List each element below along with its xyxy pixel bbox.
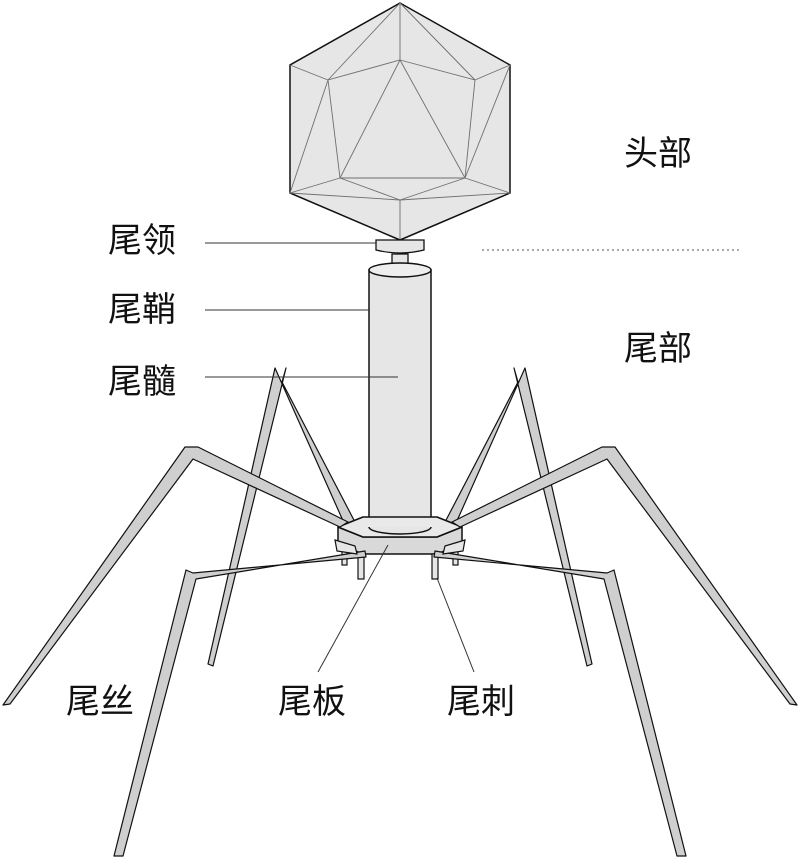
label-tail-spike: 尾刺	[447, 682, 515, 722]
label-tail: 尾部	[624, 329, 692, 369]
leader-spike	[436, 577, 475, 673]
label-head: 头部	[624, 134, 692, 174]
baseplate	[337, 516, 463, 555]
tail-fiber-front-right-upper	[451, 446, 798, 706]
sheath-bottom-edge	[368, 526, 432, 535]
back-tail-fibers	[207, 367, 593, 667]
sheath-top	[368, 262, 432, 278]
tail-fiber-back-right	[443, 367, 593, 667]
head	[289, 2, 511, 241]
fiber-joints	[334, 539, 466, 555]
tail-fiber-front-left-lower	[113, 550, 367, 857]
front-tail-fibers	[2, 446, 798, 857]
collar-ring	[375, 239, 425, 254]
label-baseplate: 尾板	[278, 682, 346, 722]
label-tail-sheath: 尾鞘	[108, 290, 176, 330]
label-tail-collar: 尾领	[108, 221, 176, 261]
leader-baseplate	[317, 544, 389, 673]
tail-sheath	[368, 262, 432, 535]
fiber-joint-right	[442, 539, 466, 555]
tail-fiber-back-left	[207, 367, 357, 667]
tail-fiber-front-left-upper	[2, 446, 349, 706]
fiber-joint-left	[334, 539, 358, 555]
sheath-body	[368, 269, 432, 535]
capsid-facets	[289, 2, 511, 240]
label-tail-fiber: 尾丝	[66, 682, 134, 722]
leader-lines	[205, 242, 475, 673]
label-tail-core: 尾髓	[108, 362, 176, 402]
tail-fiber-front-right-lower	[433, 550, 687, 857]
